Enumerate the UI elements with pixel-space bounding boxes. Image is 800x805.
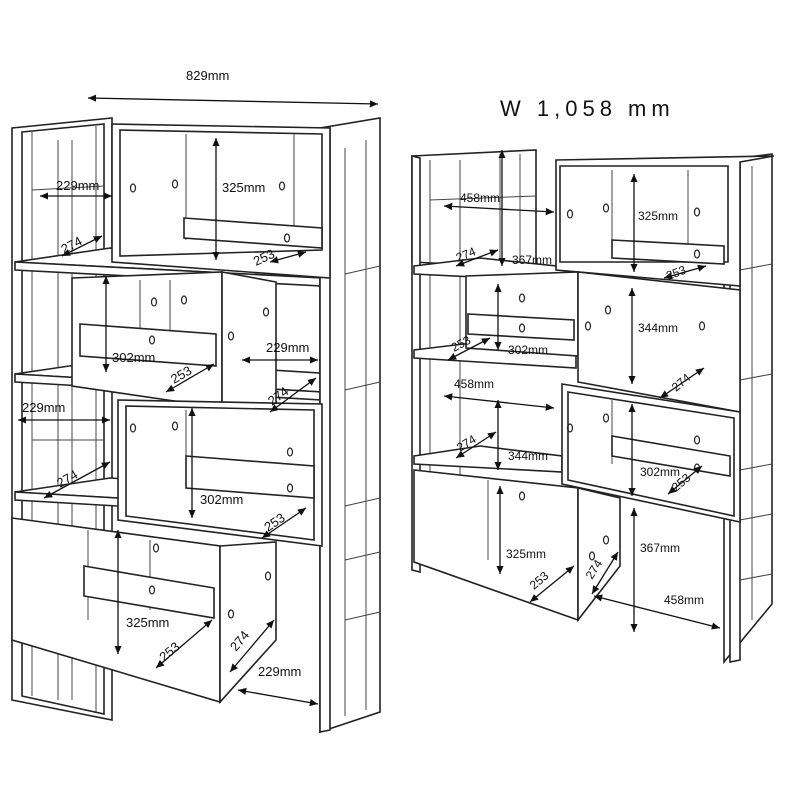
left-cube-1 <box>111 123 331 279</box>
left-label-c3: 302mm <box>200 492 243 507</box>
right-label-b3: 344mm <box>638 321 678 335</box>
right-label-a3: 367mm <box>512 253 552 267</box>
right-label-d5: 458mm <box>664 593 704 607</box>
left-label-a3: 325mm <box>222 180 265 195</box>
right-label-a5: 253 <box>664 263 688 283</box>
right-label-c4: 302mm <box>640 465 680 479</box>
right-overall-width-label: W 1,058 mm <box>500 96 675 121</box>
left-label-d4: 229mm <box>258 664 301 679</box>
left-label-b3: 229mm <box>266 340 309 355</box>
left-label-b1: 302mm <box>112 350 155 365</box>
right-label-a1: 458mm <box>460 191 500 205</box>
right-label-d1: 325mm <box>506 547 546 561</box>
right-label-d4: 367mm <box>640 541 680 555</box>
left-shelf-figure: 829mm 229mm 274 325mm 253 302mm 253 229m… <box>11 68 381 734</box>
right-label-c3: 344mm <box>508 449 548 463</box>
right-label-b2: 302mm <box>508 343 548 357</box>
left-overall-width-label: 829mm <box>186 68 229 83</box>
left-dimension-lines <box>18 94 379 707</box>
left-cube-3 <box>117 399 323 547</box>
right-cube-1 <box>555 155 775 287</box>
right-cube-4 <box>413 469 621 623</box>
left-label-a1: 229mm <box>56 178 99 193</box>
right-label-a4: 325mm <box>638 209 678 223</box>
right-dimension-labels: 458mm 274 367mm 325mm 253 253 302mm 344m… <box>449 191 704 607</box>
left-label-d1: 325mm <box>126 615 169 630</box>
left-label-c1: 229mm <box>22 400 65 415</box>
right-label-c1: 458mm <box>454 377 494 391</box>
right-dimension-lines <box>443 150 721 632</box>
right-shelf-figure: W 1,058 mm <box>411 96 775 665</box>
